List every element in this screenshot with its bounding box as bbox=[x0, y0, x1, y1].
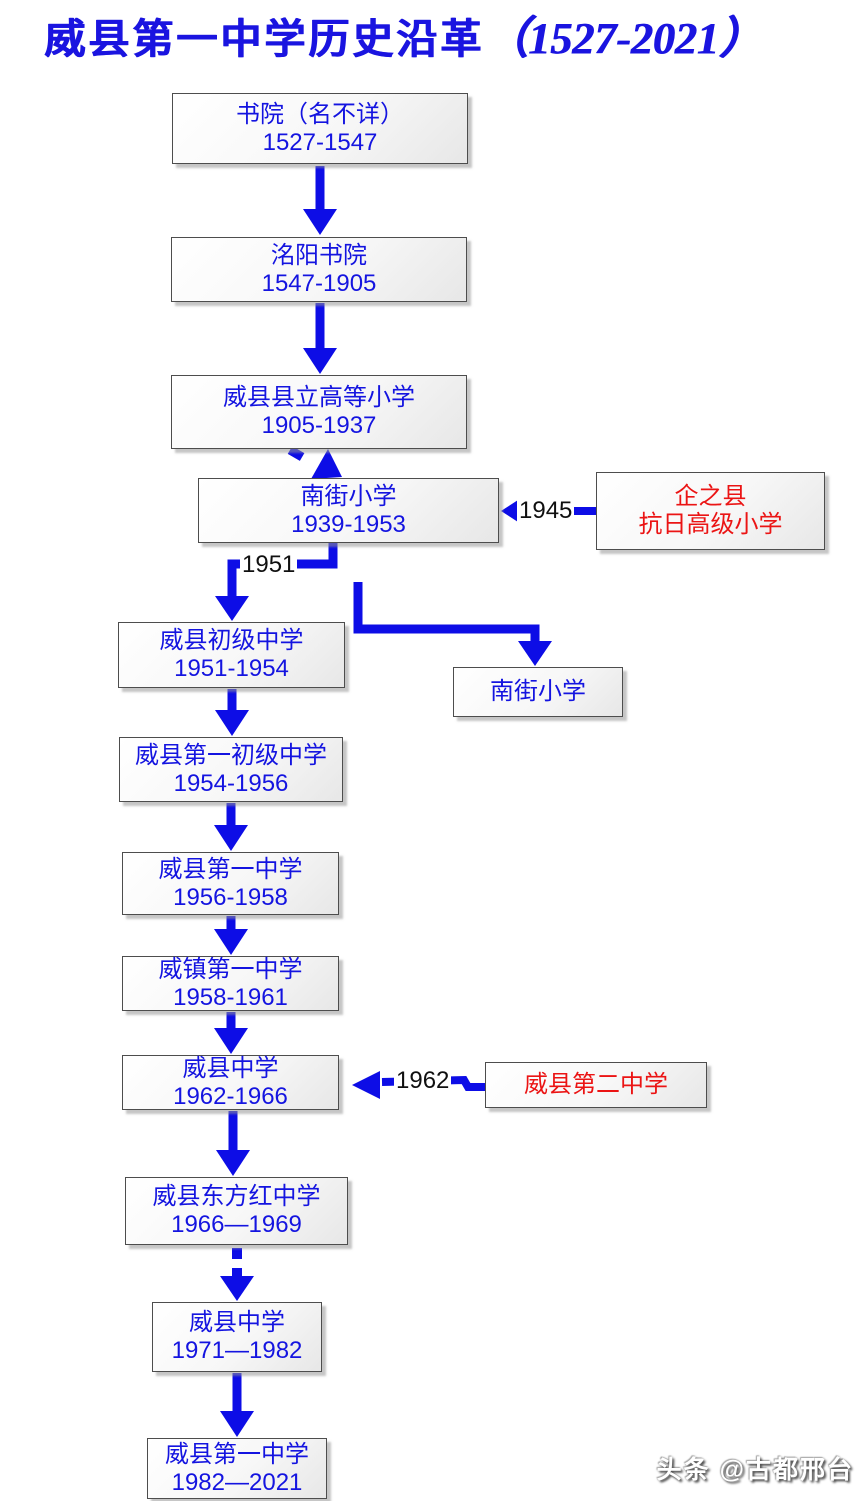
arrow-junior-to-no1junior bbox=[215, 689, 249, 736]
node-weixian-middle-1971: 威县中学 1971—1982 bbox=[152, 1302, 322, 1372]
edge-label-1951: 1951 bbox=[240, 551, 298, 578]
arrow-to-no1middle1982 bbox=[220, 1373, 254, 1437]
page-title-range: （1527-2021） bbox=[484, 14, 763, 63]
node-weixian-no2-middle: 威县第二中学 bbox=[485, 1062, 707, 1108]
node-weizhen-no1-middle: 威镇第一中学 1958-1961 bbox=[122, 956, 339, 1011]
node-county-higher-primary: 威县县立高等小学 1905-1937 bbox=[171, 375, 467, 449]
node-weixian-no1-middle-1982: 威县第一中学 1982—2021 bbox=[147, 1438, 327, 1499]
page-title: 威县第一中学历史沿革（1527-2021） bbox=[44, 2, 844, 66]
arrow-weizhen-to-weixianmiddle bbox=[214, 1012, 248, 1054]
arrow-no1middle-to-weizhen bbox=[214, 916, 248, 955]
arrow-to-dongfanghong bbox=[216, 1111, 250, 1176]
edge-label-1962: 1962 bbox=[394, 1067, 452, 1094]
arrow-no1junior-to-no1middle bbox=[214, 803, 248, 851]
arrow-shuyuan-to-mingyang bbox=[303, 166, 337, 235]
node-weixian-junior-middle: 威县初级中学 1951-1954 bbox=[118, 622, 345, 688]
arrow-dotted-to-weixianmiddle1971 bbox=[220, 1248, 254, 1301]
node-weixian-middle-1962: 威县中学 1962-1966 bbox=[122, 1055, 339, 1110]
arrow-dashed-to-nanjie1939 bbox=[287, 446, 342, 479]
node-shuyuan-1527: 书院（名不详） 1527-1547 bbox=[172, 93, 468, 164]
node-weixian-no1-middle-1956: 威县第一中学 1956-1958 bbox=[122, 852, 339, 915]
arrow-split-to-nanjie bbox=[353, 582, 552, 666]
node-weixian-no1-junior-middle: 威县第一初级中学 1954-1956 bbox=[119, 737, 343, 802]
edge-label-1945: 1945 bbox=[517, 497, 575, 524]
node-nanjie-primary-1939: 南街小学 1939-1953 bbox=[198, 478, 499, 543]
node-qizhi-anti-japanese-primary: 企之县 抗日高级小学 bbox=[596, 472, 825, 550]
page-title-school: 威县第一中学历史沿革 bbox=[44, 16, 484, 62]
node-mingyang-academy: 洺阳书院 1547-1905 bbox=[171, 237, 467, 302]
node-dongfanghong-middle: 威县东方红中学 1966—1969 bbox=[125, 1177, 348, 1245]
watermark-toutiao: 头条 @古都邢台 bbox=[656, 1456, 854, 1484]
arrow-mingyang-to-countyprimary bbox=[303, 303, 337, 374]
node-nanjie-primary-split: 南街小学 bbox=[453, 667, 623, 717]
